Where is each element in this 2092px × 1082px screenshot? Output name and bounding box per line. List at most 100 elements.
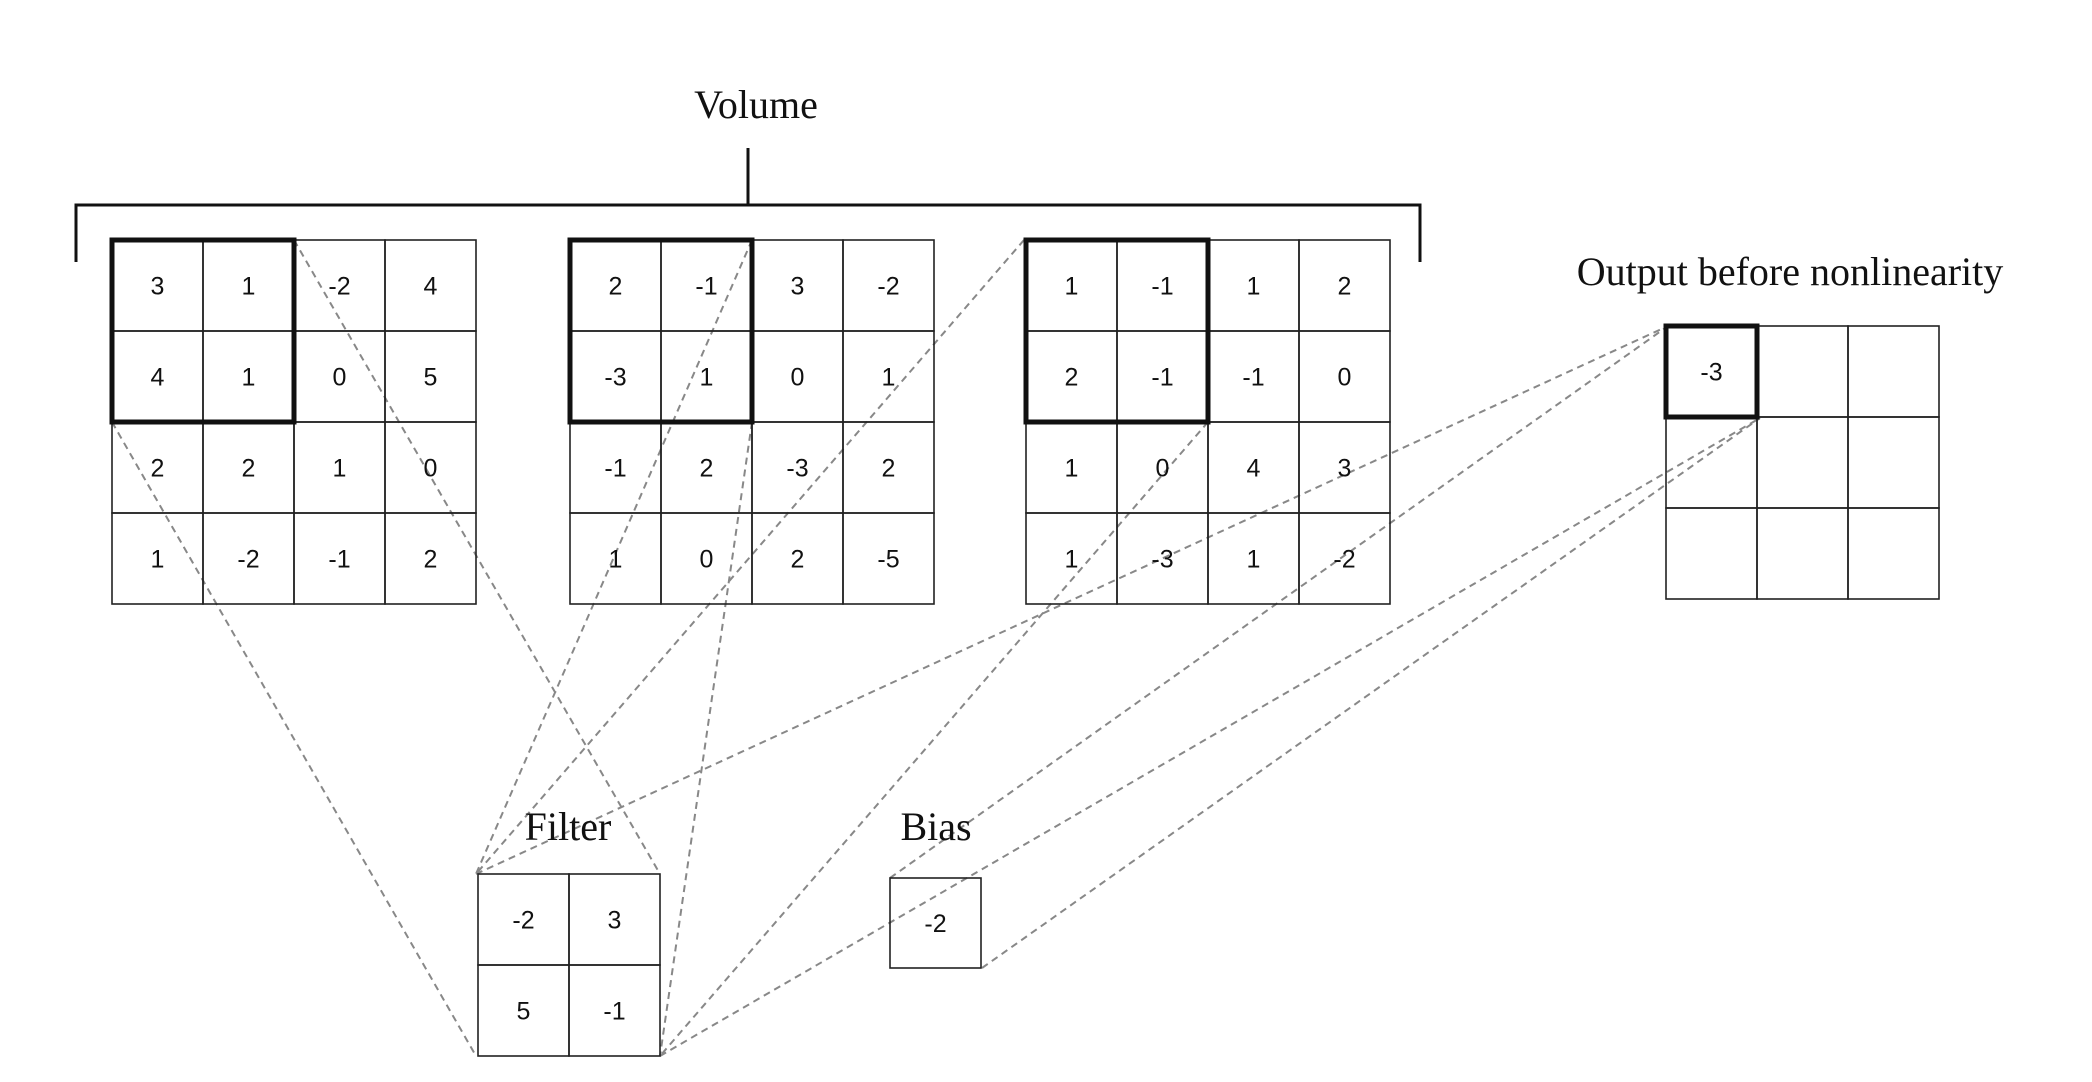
cell-value: 1 [1247,546,1261,574]
cell-value: -3 [604,364,626,392]
bias-box: -2 [889,877,982,969]
cell-value: 1 [242,364,256,392]
grid-cell [1847,416,1940,509]
grid-cell: -1 [569,421,662,514]
output-grid-group: -3 [1663,323,1940,600]
grid-cell [1847,507,1940,600]
cell-value: -1 [603,998,625,1026]
connector-line [475,239,753,875]
connector-line [889,325,1669,879]
grid-cell: 1 [202,239,295,332]
grid-cell: 2 [1025,330,1118,423]
grid-cell: 4 [384,239,477,332]
grid-cell: 2 [384,512,477,605]
grid-cell: 1 [569,512,662,605]
cell-value: 1 [1065,273,1079,301]
filter-label: Filter [525,804,612,849]
cell-value: 1 [609,546,623,574]
grid-cell: -5 [842,512,935,605]
grid-cell: -3 [751,421,844,514]
cell-value: 1 [333,455,347,483]
cell-value: 1 [882,364,896,392]
cell-value: -2 [1333,546,1355,574]
cell-value: -3 [786,455,808,483]
cell-value: 1 [1065,455,1079,483]
grid-cell: 1 [1207,239,1300,332]
connector-line [475,325,1669,875]
grid-cell: 3 [568,873,661,966]
cell-value: -2 [877,273,899,301]
volume-bracket [74,148,1422,262]
grid-cell: 0 [751,330,844,423]
cell-value: -1 [328,546,350,574]
grid-cell: 4 [1207,421,1300,514]
cell-value: 4 [1247,455,1261,483]
grid-cell: 2 [751,512,844,605]
cell-value: 4 [151,364,165,392]
cell-value: 0 [424,455,438,483]
grid-cell: -1 [1207,330,1300,423]
grid-cell: 2 [842,421,935,514]
cell-value: -1 [695,273,717,301]
grid-cell: 0 [293,330,386,423]
receptive-field-highlight [109,237,297,425]
volume-label: Volume [694,82,818,127]
grid-cell [1665,416,1758,509]
cell-value: 2 [700,455,714,483]
grid-cell: 2 [569,239,662,332]
grid-cell: 1 [1025,512,1118,605]
grid-cell: -3 [1116,512,1209,605]
grid-cell [1756,416,1849,509]
cell-value: -1 [1151,364,1173,392]
grid-cell: 0 [1116,421,1209,514]
grid-cell: -2 [842,239,935,332]
cell-value: 1 [1247,273,1261,301]
grid-cell: 1 [842,330,935,423]
grid-cell: -2 [1298,512,1391,605]
grid-cell: -3 [569,330,662,423]
cell-value: -1 [1151,273,1173,301]
grid-cell: 2 [660,421,753,514]
cell-value: 0 [700,546,714,574]
grid-cell: -2 [202,512,295,605]
cell-value: 1 [1065,546,1079,574]
cell-value: -1 [604,455,626,483]
grid-cell: -1 [293,512,386,605]
receptive-field-highlight [1023,237,1211,425]
connector-line [293,239,661,875]
connector-line [659,421,1209,1057]
grid-cell: -1 [660,239,753,332]
grid-cell: 0 [1298,330,1391,423]
cell-value: 5 [424,364,438,392]
grid-cell: 2 [202,421,295,514]
cell-value: -2 [237,546,259,574]
grid-cell: 2 [1298,239,1391,332]
cell-value: 0 [1338,364,1352,392]
connector-lines [111,239,1761,1057]
grid-cell: 0 [660,512,753,605]
cell-value: 2 [151,455,165,483]
grid-cell: 1 [1025,421,1118,514]
output-label: Output before nonlinearity [1577,249,2004,294]
cell-value: -2 [328,273,350,301]
cell-value: 2 [791,546,805,574]
cell-value: 2 [1065,364,1079,392]
cell-value: -3 [1700,359,1722,387]
grid-cell: -3 [1665,325,1758,418]
cell-value: 3 [608,907,622,935]
cell-value: 2 [609,273,623,301]
grid-cell: 5 [477,964,570,1057]
receptive-field-highlight [567,237,755,425]
cell-value: -1 [1242,364,1264,392]
grid-cell [1756,507,1849,600]
grid-cell [1756,325,1849,418]
connector-line [111,421,477,1057]
output-cell-highlight [1663,323,1760,420]
bias-label: Bias [900,804,971,849]
connector-line [475,239,1025,875]
grid-cell [1665,507,1758,600]
